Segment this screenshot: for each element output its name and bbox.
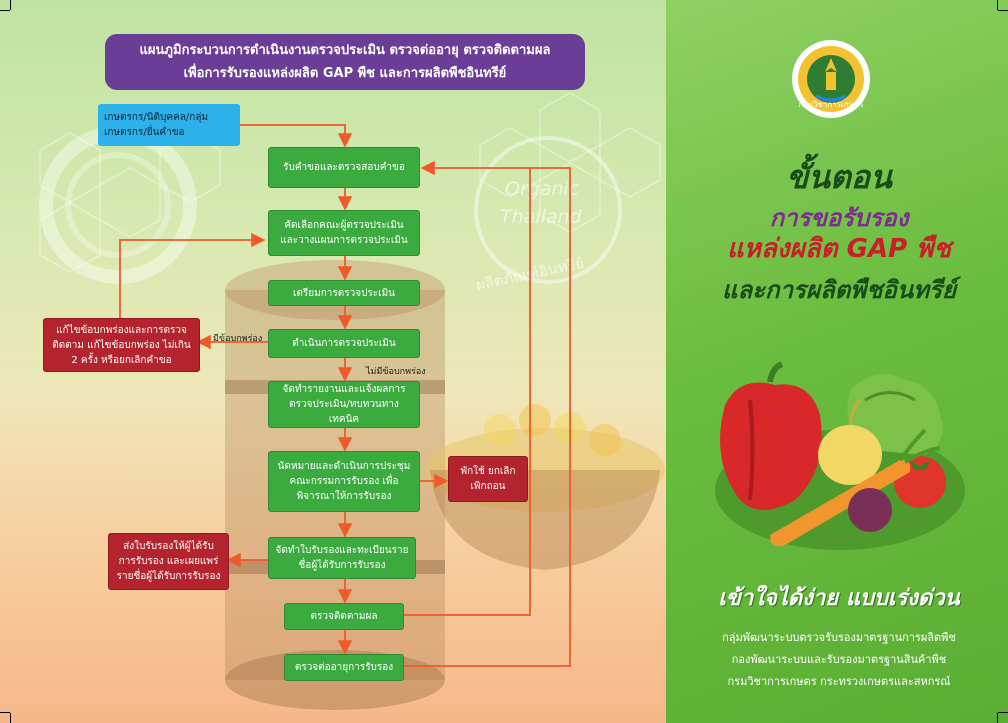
step-follow-up: ตรวจติดตามผล (284, 603, 404, 630)
crop-mark (0, 712, 10, 713)
step-report-results-text: จัดทำรายงานและแจ้งผลการตรวจประเมิน/ทบทวน… (282, 384, 406, 425)
suspend-text: พักใช้ ยกเลิกเพิกถอน (460, 466, 516, 492)
cover-tagline: เข้าใจได้ง่าย แบบเร่งด่วน (718, 586, 960, 611)
applicant-box: เกษตรกร/นิติบุคคล/กลุ่มเกษตรกร/ยื่นคำขอ (98, 104, 240, 146)
crop-mark (997, 713, 998, 723)
step-receive-request: รับคำขอและตรวจสอบคำขอ (268, 147, 420, 188)
step-conduct-audit: ดำเนินการตรวจประเมิน (268, 329, 420, 358)
step-committee-meeting: นัดหมายและดำเนินการประชุมคณะกรรมการรับรอ… (268, 451, 420, 512)
cover-panel (666, 0, 1008, 723)
step-renew-certificate-text: ตรวจต่ออายุการรับรอง (294, 662, 394, 673)
step-conduct-audit-text: ดำเนินการตรวจประเมิน (292, 338, 396, 349)
step-issue-certificate: จัดทำใบรับรองและทะเบียนรายชื่อผู้ได้รับก… (268, 537, 416, 579)
flow-connectors (119, 124, 571, 667)
step-select-auditors-text: คัดเลือกคณะผู้ตรวจประเมิน และวางแผนการตร… (280, 220, 408, 246)
no-defect-label: ไม่มีข้อบกพร่อง (366, 367, 426, 377)
title-line-1: แผนภูมิกระบวนการดำเนินงานตรวจประเมิน ตรว… (139, 43, 551, 58)
fix-nonconformity-box: แก้ไขข้อบกพร่องและการตรวจติดตาม แก้ไขข้อ… (43, 318, 200, 372)
cover-heading-steps: ขั้นตอน (786, 158, 892, 196)
step-report-results: จัดทำรายงานและแจ้งผลการตรวจประเมิน/ทบทวน… (268, 381, 420, 428)
organic-watermark-text-2: Thailand (500, 206, 582, 228)
vegetables-illustration (715, 361, 965, 550)
step-committee-meeting-text: นัดหมายและดำเนินการประชุมคณะกรรมการรับรอ… (277, 461, 411, 502)
crop-mark (10, 713, 11, 723)
organic-watermark-text-1: Organic (505, 178, 580, 200)
cover-heading-request: การขอรับรอง (769, 204, 909, 232)
crop-mark (998, 712, 1008, 713)
footer-line-1: กลุ่มพัฒนาระบบตรวจรับรองมาตรฐานการผลิตพื… (722, 631, 956, 644)
step-prepare-audit-text: เตรียมการตรวจประเมิน (292, 287, 396, 299)
title-line-2: เพื่อการรับรองแหล่งผลิต GAP พืช และการผล… (183, 66, 507, 81)
crop-mark (10, 0, 11, 10)
logo-text: กรมวิชาการเกษตร (798, 100, 864, 109)
flowchart-title: แผนภูมิกระบวนการดำเนินงานตรวจประเมิน ตรว… (105, 34, 585, 90)
cover-heading-gap: แหล่งผลิต GAP พืช (727, 234, 951, 264)
step-select-auditors: คัดเลือกคณะผู้ตรวจประเมิน และวางแผนการตร… (268, 210, 420, 256)
send-certificate-box: ส่งใบรับรองให้ผู้ได้รับการรับรอง และเผยแ… (108, 533, 229, 590)
crop-mark (998, 10, 1008, 11)
send-certificate-text: ส่งใบรับรองให้ผู้ได้รับการรับรอง และเผยแ… (116, 541, 221, 582)
cover-footer: กลุ่มพัฒนาระบบตรวจรับรองมาตรฐานการผลิตพื… (668, 627, 1008, 693)
footer-line-2: กองพัฒนาระบบและรับรองมาตรฐานสินค้าพืช (731, 653, 947, 666)
crop-mark (997, 0, 998, 10)
applicant-text: เกษตรกร/นิติบุคคล/กลุ่มเกษตรกร/ยื่นคำขอ (104, 112, 209, 138)
suspend-box: พักใช้ ยกเลิกเพิกถอน (448, 456, 528, 502)
step-renew-certificate: ตรวจต่ออายุการรับรอง (284, 654, 404, 681)
cover-heading-organic: และการผลิตพืชอินทรีย์ (721, 276, 957, 304)
department-logo (792, 40, 870, 118)
crop-mark (0, 10, 10, 11)
footer-line-3: กรมวิชาการเกษตร กระทรวงเกษตรและสหกรณ์ (727, 675, 951, 688)
fix-nonconformity-text: แก้ไขข้อบกพร่องและการตรวจติดตาม แก้ไขข้อ… (52, 324, 191, 366)
step-issue-certificate-text: จัดทำใบรับรองและทะเบียนรายชื่อผู้ได้รับก… (275, 545, 409, 571)
has-defect-label: มีข้อบกพร่อง (213, 334, 263, 344)
step-follow-up-text: ตรวจติดตามผล (310, 611, 378, 622)
step-prepare-audit: เตรียมการตรวจประเมิน (268, 280, 420, 306)
step-receive-request-text: รับคำขอและตรวจสอบคำขอ (283, 162, 405, 173)
